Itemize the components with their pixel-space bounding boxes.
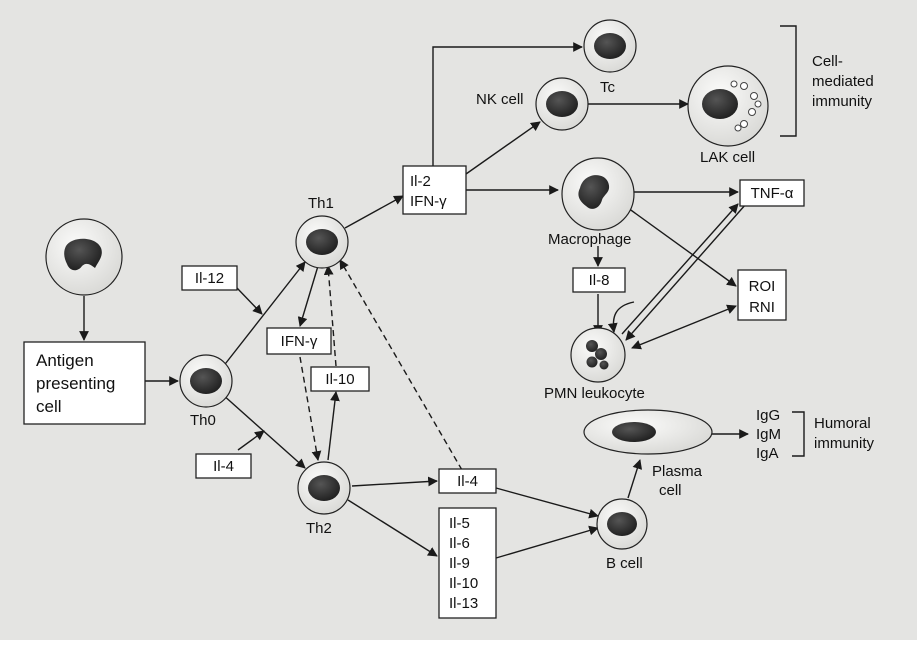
pmn-nucleus-lobes [586,340,609,370]
rni-label: RNI [749,299,775,316]
bracket-cell-mediated [780,25,797,137]
ifn-mid-label: IFN-γ [281,333,318,350]
ig-item: IgG [756,407,780,424]
arrow-pmn-self [607,301,635,333]
tnf-box [739,179,805,207]
arrow-il4-left [237,430,265,451]
il10-mid-box [310,366,370,392]
roi-label: ROI [749,278,776,295]
tc-label: Tc [600,79,616,96]
arrow-il4-to-th1-dashed [339,259,463,471]
bracket-humoral [792,411,805,457]
il4-right-box [438,468,497,494]
apc-cell [45,218,123,296]
macrophage-cell [561,157,635,231]
humoral-line-2: immunity [814,435,875,452]
th0-cell [179,354,233,408]
macrophage-nucleus [578,175,610,209]
il4-right-label: Il-4 [457,473,478,490]
box-texts: Antigen presenting cell Il-12 Il-4 IFN-γ… [36,173,794,612]
il12-box [181,265,238,291]
ig-item: IgM [756,426,781,443]
il8-box [572,267,626,293]
il-group-item: Il-6 [449,535,470,552]
lak-label: LAK cell [700,149,755,166]
boxes [23,165,805,619]
ifn-label: IFN-γ [410,193,447,210]
apc-label-line-3: cell [36,397,62,416]
humoral-line-1: Humoral [814,415,871,432]
apc-nucleus [64,238,102,271]
il2-ifn-box [402,165,467,215]
arrow-ifn-to-th2-dashed [299,356,322,461]
th2-cell [297,461,351,515]
plasma-label-line-1: Plasma [652,463,703,480]
il-group-item: Il-13 [449,595,478,612]
apc-label-line-1: Antigen [36,351,94,370]
arrow-th0-to-th1 [221,261,306,369]
lak-cell [687,65,769,147]
il-group-box [438,507,497,619]
nk-label: NK cell [476,91,524,108]
arrow-roi-pmn [631,304,737,350]
nk-cell [535,77,589,131]
pmn-cell [570,327,626,383]
th0-label: Th0 [190,412,216,429]
arrow-bcell-to-plasma [627,459,643,499]
bcell-label: B cell [606,555,643,572]
macrophage-label: Macrophage [548,231,631,248]
plasma-cell [583,409,713,455]
pmn-label: PMN leukocyte [544,385,645,402]
cell-mediated-line-3: immunity [812,93,873,110]
brackets [780,25,805,457]
il4-left-box [195,453,252,479]
th1-label: Th1 [308,195,334,212]
il-group-item: Il-9 [449,555,470,572]
ifn-mid-box [266,327,332,355]
arrow-il2-to-tc [432,42,583,166]
connectors [79,42,749,559]
il2-label: Il-2 [410,173,431,190]
tnf-label: TNF-α [751,185,794,202]
il10-mid-label: Il-10 [325,371,354,388]
immunity-labels: Cell- mediated immunity IgG IgM IgA Humo… [756,53,875,462]
b-cell [596,498,648,550]
arrow-th2-to-il4 [351,476,438,487]
arrow-il2-to-nk [465,121,541,175]
cell-labels: Th0 Th1 Th2 Tc NK cell LAK cell Macropha… [190,79,755,572]
arrow-th2-to-il10 [327,391,340,461]
arrow-ilgroup-to-bcell [495,525,599,559]
arrow-il12 [236,287,263,315]
th2-label: Th2 [306,520,332,537]
il12-label: Il-12 [195,270,224,287]
th1-cell [295,215,349,269]
cell-mediated-line-2: mediated [812,73,874,90]
ig-item: IgA [756,445,779,462]
apc-box [23,341,146,425]
lak-granules [730,80,762,132]
arrow-th2-to-ilgroup [347,499,438,557]
il-group-item: Il-5 [449,515,470,532]
il-group-item: Il-10 [449,575,478,592]
il8-label: Il-8 [589,272,610,289]
tc-cell [583,19,637,73]
apc-label-line-2: presenting [36,374,115,393]
arrow-il4-to-bcell [495,487,599,519]
arrow-th1-to-il2 [344,195,404,229]
plasma-label-line-2: cell [659,482,682,499]
arrow-th1-to-ifn [297,265,319,327]
arrow-mac-to-roi [627,207,737,287]
roi-rni-box [737,269,787,321]
cell-mediated-line-1: Cell- [812,53,843,70]
arrow-il10-to-th1-dashed [323,265,337,367]
il4-left-label: Il-4 [213,458,234,475]
